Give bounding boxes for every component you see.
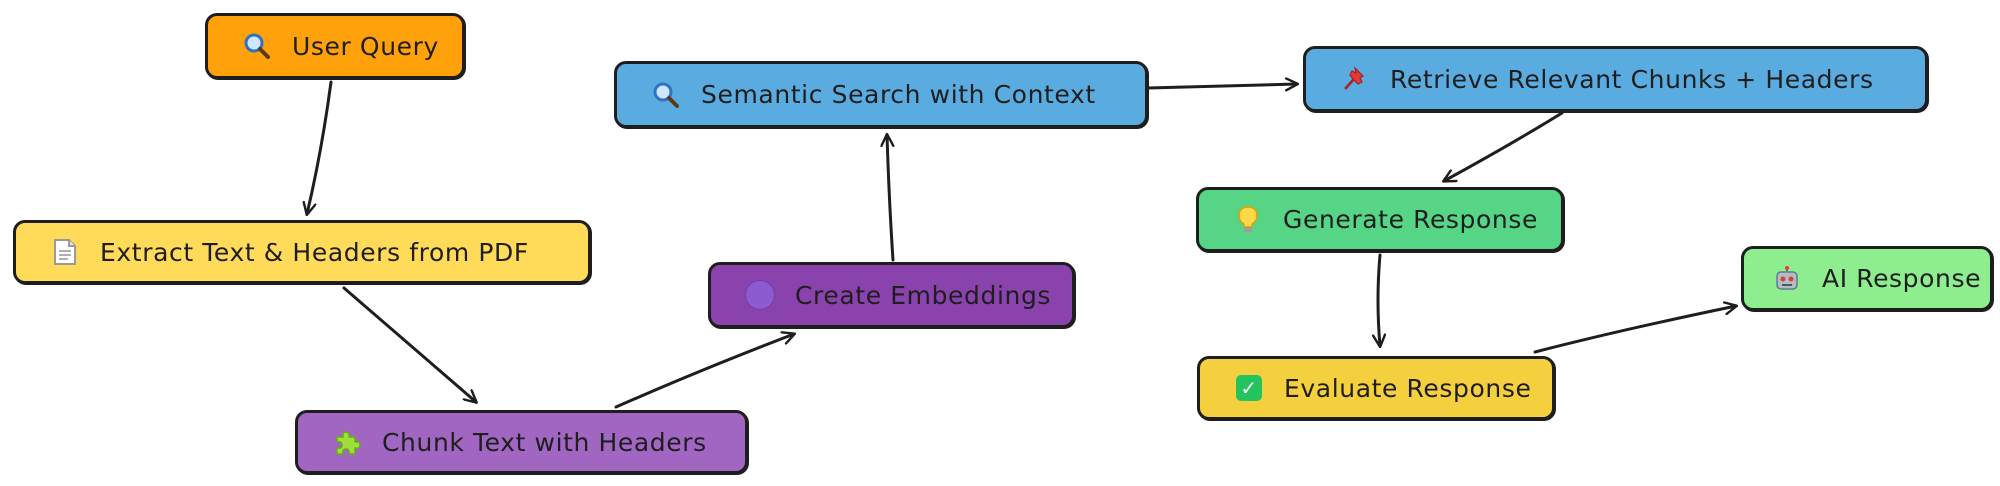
edge-chunk-to-embed bbox=[614, 334, 794, 409]
edge-embed-to-search bbox=[887, 135, 895, 262]
edge-generate-to-evaluate bbox=[1378, 253, 1380, 346]
node-chunk-text[interactable]: Chunk Text with Headers bbox=[295, 410, 748, 474]
puzzle-icon bbox=[332, 427, 362, 457]
node-create-embeddings[interactable]: Create Embeddings bbox=[708, 262, 1075, 328]
node-extract-text[interactable]: Extract Text & Headers from PDF bbox=[13, 220, 591, 284]
node-label: Create Embeddings bbox=[795, 280, 1052, 310]
magnifier-icon bbox=[651, 80, 681, 110]
edge-extract-to-chunk bbox=[342, 286, 476, 402]
node-semantic-search[interactable]: Semantic Search with Context bbox=[614, 61, 1148, 128]
edge-query-to-extract bbox=[307, 80, 333, 214]
node-generate-response[interactable]: Generate Response bbox=[1196, 187, 1564, 252]
node-label: Generate Response bbox=[1283, 205, 1538, 234]
node-label: Chunk Text with Headers bbox=[382, 427, 707, 457]
node-label: Evaluate Response bbox=[1284, 373, 1532, 403]
node-retrieve-chunks[interactable]: Retrieve Relevant Chunks + Headers bbox=[1303, 46, 1928, 112]
node-label: AI Response bbox=[1822, 264, 1982, 293]
document-icon bbox=[50, 237, 80, 267]
node-label: Retrieve Relevant Chunks + Headers bbox=[1390, 64, 1874, 94]
edge-search-to-retrieve bbox=[1146, 84, 1297, 88]
node-label: Semantic Search with Context bbox=[701, 80, 1096, 109]
magnifier-icon bbox=[242, 31, 272, 61]
edge-retrieve-to-generate bbox=[1444, 111, 1564, 181]
node-label: Extract Text & Headers from PDF bbox=[100, 237, 529, 267]
lightbulb-icon bbox=[1233, 205, 1263, 235]
node-evaluate-response[interactable]: ✓ Evaluate Response bbox=[1197, 356, 1555, 420]
checkmark-icon: ✓ bbox=[1234, 373, 1264, 403]
circle-icon bbox=[745, 280, 775, 310]
node-label: User Query bbox=[292, 31, 439, 61]
node-user-query[interactable]: User Query bbox=[205, 13, 465, 79]
robot-icon bbox=[1772, 264, 1802, 294]
pushpin-icon bbox=[1340, 64, 1370, 94]
node-ai-response[interactable]: AI Response bbox=[1741, 246, 1993, 311]
edge-evaluate-to-ai bbox=[1533, 306, 1736, 354]
